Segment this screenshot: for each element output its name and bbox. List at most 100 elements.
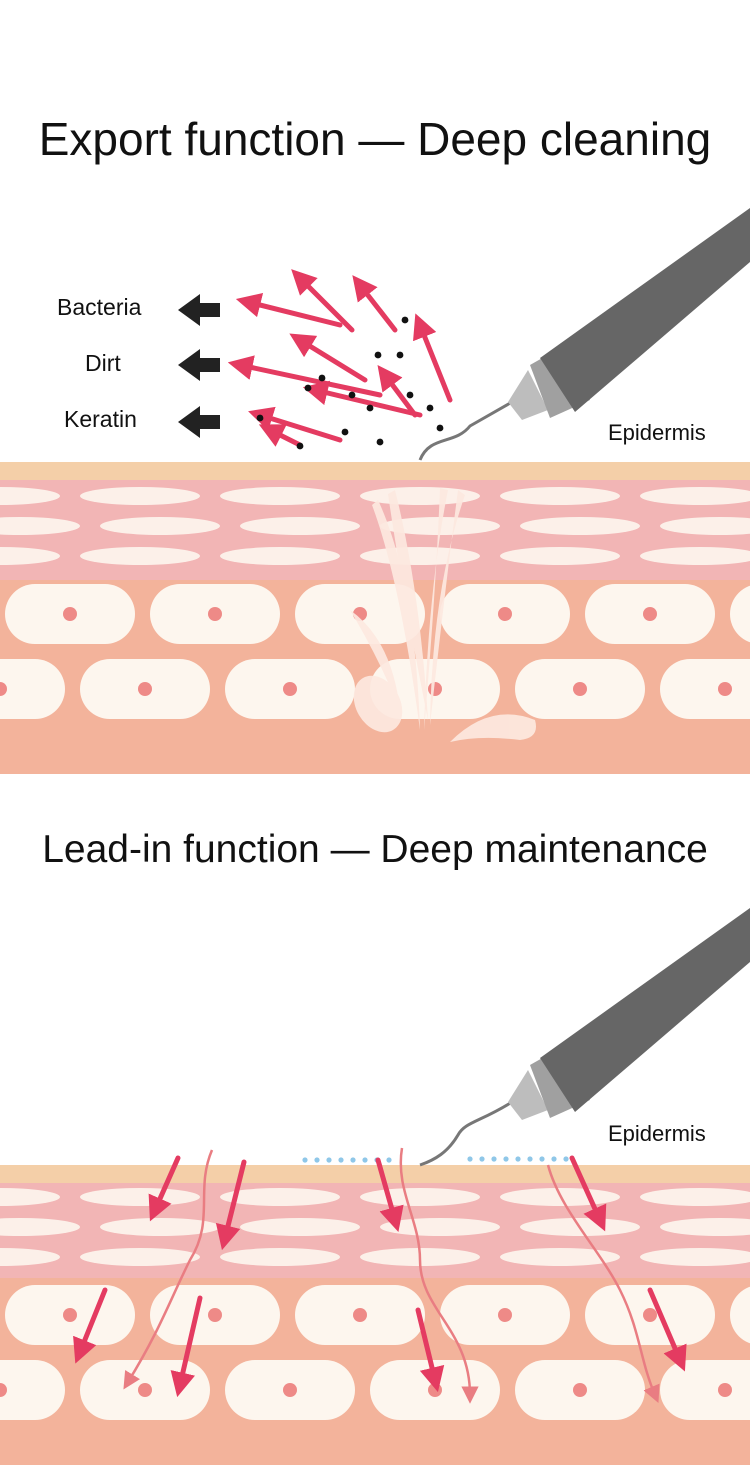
black-arrow-icon <box>178 349 220 381</box>
cell-nucleus <box>643 607 657 621</box>
label-bacteria: Bacteria <box>57 294 142 320</box>
red-arrow-icon <box>248 406 343 443</box>
red-arrow-icon <box>302 380 423 418</box>
cell-nucleus <box>208 607 222 621</box>
cell-nucleus <box>0 682 7 696</box>
cell <box>730 585 750 643</box>
red-arrow-icon <box>258 424 303 448</box>
cell-nucleus <box>573 1383 587 1397</box>
cell-nucleus <box>208 1308 222 1322</box>
leadin-title: Lead-in function — Deep maintenance <box>42 828 708 871</box>
droplet-icon <box>491 1156 497 1162</box>
cell-nucleus <box>573 682 587 696</box>
red-arrow-icon <box>227 355 383 398</box>
red-arrow-icon <box>413 313 453 403</box>
upper-cell <box>0 517 80 535</box>
upper-cell <box>0 547 60 565</box>
upper-cell <box>240 1218 360 1236</box>
upper-cell <box>220 487 340 505</box>
dirt-particle-icon <box>401 316 409 324</box>
dirt-particle-icon <box>256 414 264 422</box>
droplet-icon <box>503 1156 509 1162</box>
droplet-icon <box>479 1156 485 1162</box>
label-keratin: Keratin <box>64 406 137 432</box>
upper-cell <box>500 487 620 505</box>
upper-cell <box>640 547 750 565</box>
cell <box>660 1360 750 1420</box>
upper-cell <box>500 547 620 565</box>
export-title: Export function — Deep cleaning <box>38 113 712 165</box>
epidermis-label-leadin: Epidermis <box>608 1121 706 1146</box>
red-arrow-icon <box>148 1155 181 1222</box>
red-arrow-icon <box>415 1307 445 1393</box>
cell <box>660 659 750 719</box>
red-arrow-icon <box>73 1287 108 1364</box>
probe-icon <box>418 208 750 461</box>
cell-nucleus <box>498 607 512 621</box>
upper-cell <box>640 1248 750 1266</box>
black-arrows <box>178 294 220 438</box>
upper-cell <box>80 547 200 565</box>
leadin-diagram <box>0 908 750 1465</box>
red-arrow-icon <box>215 1159 247 1251</box>
dirt-particle-icon <box>376 438 384 446</box>
absorption-waves <box>123 1147 660 1404</box>
dirt-particle-icon <box>341 428 349 436</box>
upper-cell <box>80 1188 200 1206</box>
upper-cell <box>220 1248 340 1266</box>
cell-nucleus <box>138 1383 152 1397</box>
upper-cell <box>520 517 640 535</box>
upper-cell <box>220 547 340 565</box>
droplet-icon <box>467 1156 473 1162</box>
red-arrow-icon <box>647 1287 687 1372</box>
epidermis-label-export: Epidermis <box>608 420 706 445</box>
droplet-icon <box>539 1156 545 1162</box>
dirt-particle-icon <box>348 391 356 399</box>
cell-nucleus <box>498 1308 512 1322</box>
cell-nucleus <box>428 1383 442 1397</box>
lower-cells <box>0 1285 750 1420</box>
dirt-particle-icon <box>406 391 414 399</box>
upper-cell <box>660 1218 750 1236</box>
red-arrow-icon <box>375 1157 404 1233</box>
upper-cell <box>100 517 220 535</box>
upper-cell <box>0 1218 80 1236</box>
upper-cells <box>0 487 750 565</box>
dirt-particle-icon <box>366 404 374 412</box>
pore-flow <box>350 488 536 742</box>
droplet-icon <box>314 1157 320 1163</box>
red-arrow-icon <box>289 333 368 383</box>
cell <box>0 1360 65 1420</box>
black-arrow-icon <box>178 294 220 326</box>
black-arrow-icon <box>178 406 220 438</box>
dirt-particle-icon <box>304 384 312 392</box>
cell-nucleus <box>63 607 77 621</box>
droplet-icon <box>326 1157 332 1163</box>
upper-cell <box>0 1248 60 1266</box>
upper-cell <box>220 1188 340 1206</box>
label-dirt: Dirt <box>85 350 121 376</box>
dirt-particle-icon <box>426 404 434 412</box>
upper-cell <box>0 487 60 505</box>
dirt-particle-icon <box>374 351 382 359</box>
upper-cell <box>360 547 480 565</box>
red-arrow-icon <box>291 269 355 333</box>
surface-layer <box>0 462 750 480</box>
probe-icon <box>419 908 750 1167</box>
red-arrow-icon <box>170 1295 203 1398</box>
droplet-icon <box>338 1157 344 1163</box>
cell-nucleus <box>428 682 442 696</box>
dirt-particle-icon <box>318 374 326 382</box>
droplet-icon <box>362 1157 368 1163</box>
red-arrows <box>73 1155 687 1398</box>
droplet-icon <box>563 1156 569 1162</box>
upper-cell <box>100 1218 220 1236</box>
dirt-particles <box>256 316 444 450</box>
droplet-icon <box>302 1157 308 1163</box>
upper-cell <box>80 487 200 505</box>
red-arrow-icon <box>569 1155 607 1232</box>
red-arrow-icon <box>235 292 343 328</box>
droplet-icon <box>350 1157 356 1163</box>
cell-nucleus <box>353 1308 367 1322</box>
lower-cells <box>0 584 750 719</box>
